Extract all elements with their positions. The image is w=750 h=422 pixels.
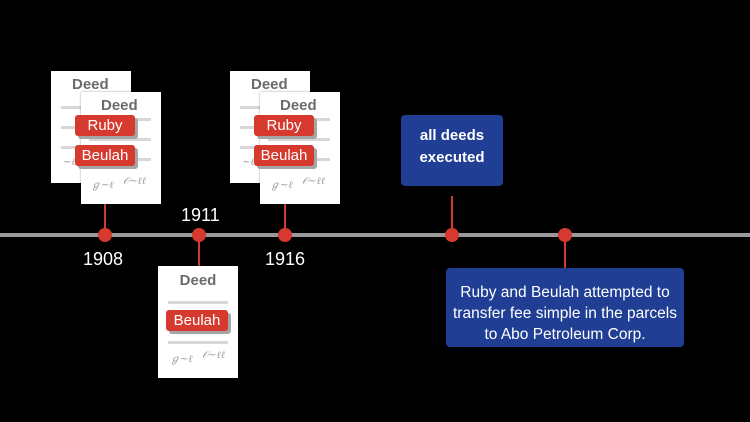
deed-title: Deed [179,272,217,289]
text-line [168,301,228,304]
signature-mark: ~ℓ [63,157,76,168]
signature-mark: 𝒪~ℓℓ [123,176,147,187]
text-line [89,138,151,141]
timeline-dot-1916 [278,228,292,242]
name-tag-beulah: Beulah [254,145,314,166]
signature-mark: 𝒪~ℓℓ [202,350,226,361]
name-tag-ruby: Ruby [254,115,314,136]
stem-transfer [564,240,566,268]
timeline-dot-1911 [192,228,206,242]
text-line [61,146,81,149]
signature-mark: ℊ~ℓ [270,180,293,191]
text-line [240,146,260,149]
timeline-dot-1908 [98,228,112,242]
name-tag-beulah: Beulah [75,145,135,166]
deed-title: Deed [251,76,288,93]
signature-mark: ~ℓ [242,157,255,168]
stem-1911 [198,240,200,266]
signature-mark: ℊ~ℓ [91,180,114,191]
signature-mark: 𝒪~ℓℓ [302,176,326,187]
callout-all-deeds-executed: all deeds executed [401,115,503,186]
text-line [61,106,81,109]
stem-executed [451,196,453,234]
text-line [240,126,260,129]
year-label-1916: 1916 [265,249,306,269]
text-line [168,341,228,344]
signature-mark: ℊ~ℓ [170,354,193,365]
deed-title: Deed [101,97,138,114]
deed-title: Deed [280,97,317,114]
stem-1908 [104,200,106,234]
timeline-dot-executed [445,228,459,242]
year-label-1911: 1911 [181,205,220,225]
deed-title: Deed [72,76,109,93]
year-label-1908: 1908 [83,249,124,269]
text-line [240,106,260,109]
text-line [268,138,330,141]
timeline-dot-transfer [558,228,572,242]
callout-transfer-attempt: Ruby and Beulah attempted to transfer fe… [446,268,684,347]
name-tag-beulah: Beulah [166,310,228,331]
name-tag-ruby: Ruby [75,115,135,136]
timeline-line [0,233,750,237]
stem-1916 [284,200,286,234]
text-line [61,126,81,129]
